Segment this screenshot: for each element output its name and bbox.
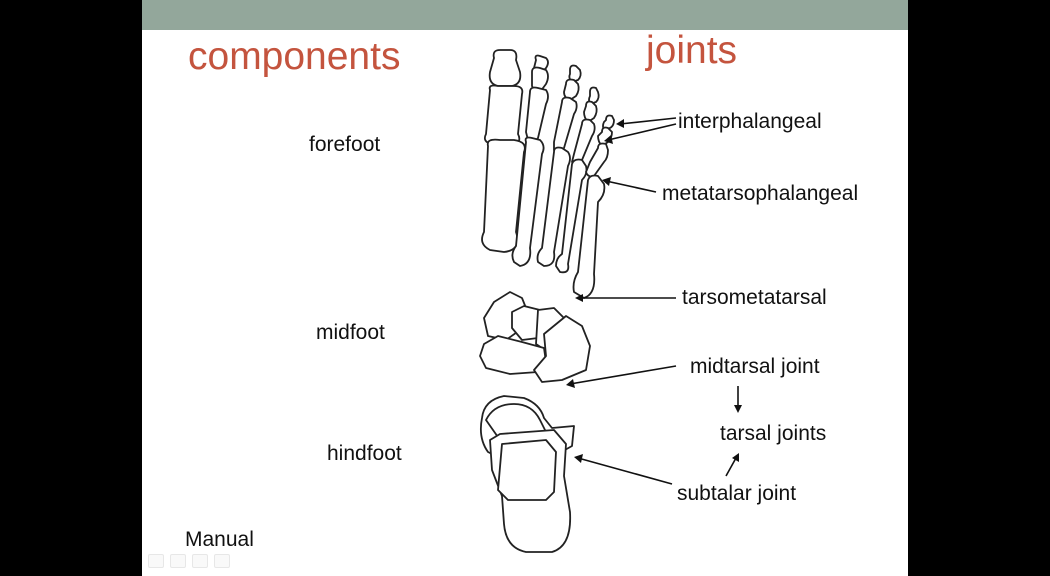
slideshow-controls [148,553,230,569]
arrowhead-subtalar-up [732,453,739,462]
label-hindfoot: hindfoot [327,443,402,464]
arrowhead-midtarsal [566,379,575,388]
arrowhead-midtarsal-down [734,405,742,413]
ptr-subtalar-up [726,458,736,476]
big-toe-proximal-phalanx [485,86,522,145]
toe3-proximal-phalanx [554,98,577,152]
label-metatarsophalangeal: metatarsophalangeal [662,183,858,204]
previous-slide-icon[interactable] [148,554,164,568]
arrowhead-subtalar [574,454,583,463]
label-subtalar-joint: subtalar joint [677,483,796,504]
label-tarsal-joints: tarsal joints [720,423,826,444]
label-midfoot: midfoot [316,322,385,343]
footer-manual: Manual [185,529,254,550]
label-interphalangeal: interphalangeal [678,111,822,132]
next-slide-icon[interactable] [214,554,230,568]
toe5-proximal-phalanx [586,144,608,177]
ptr-interphalangeal-1 [620,118,676,124]
ptr-mtp [606,181,656,192]
label-tarsometatarsal: tarsometatarsal [682,287,827,308]
ptr-subtalar [578,458,672,484]
arrowhead-interphalangeal-1 [616,119,624,128]
pen-icon[interactable] [170,554,186,568]
label-midtarsal-joint: midtarsal joint [690,356,820,377]
calcaneus-body [498,440,556,500]
toe4-proximal-phalanx [572,120,595,164]
slide: components joints [142,0,908,576]
label-forefoot: forefoot [309,134,380,155]
ptr-interphalangeal-2 [608,124,676,140]
big-toe-distal-phalanx [490,50,521,86]
toe2-proximal-phalanx [526,88,548,142]
menu-icon[interactable] [192,554,208,568]
